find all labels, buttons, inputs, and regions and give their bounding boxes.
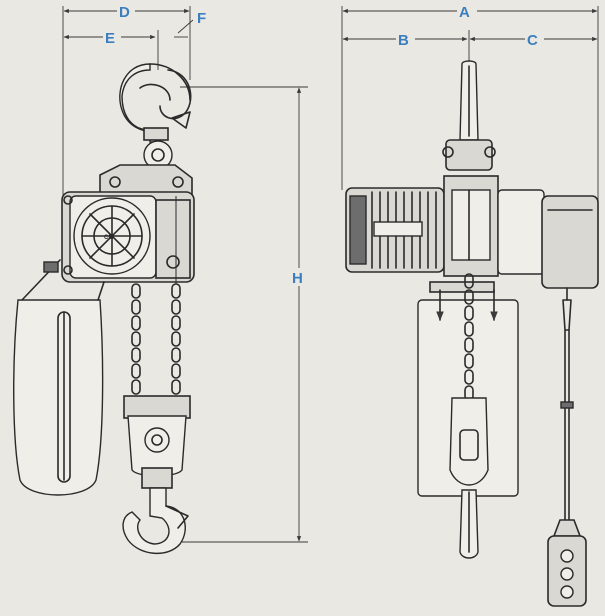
label-e-bg	[103, 29, 121, 45]
pendant-button-down[interactable]	[560, 567, 574, 581]
chain-link	[464, 369, 474, 385]
top-hook-tip	[159, 69, 192, 120]
chain-link	[171, 315, 181, 331]
chain-link	[131, 299, 141, 315]
bottom-hook-latch	[165, 505, 189, 529]
chain-link	[131, 347, 141, 363]
housing-bolt	[63, 265, 73, 275]
bag-strap	[97, 281, 105, 301]
chain-link	[131, 363, 141, 379]
label-h: H	[292, 270, 303, 287]
gear-case-bolt	[166, 255, 180, 269]
chain-link	[171, 331, 181, 347]
chain-link	[464, 305, 474, 321]
frame-bolt	[109, 176, 121, 188]
pendant-clip	[560, 401, 574, 409]
dimension-lines	[62, 6, 599, 543]
chain-link	[464, 289, 474, 305]
chain-link	[464, 353, 474, 369]
front-lower-block	[449, 397, 489, 486]
lower-block-neck	[141, 467, 173, 489]
pendant-strain-relief	[562, 299, 572, 331]
chain-link	[171, 363, 181, 379]
frame-bolt	[172, 176, 184, 188]
bottom-hook	[122, 487, 189, 555]
front-gearbox	[497, 189, 545, 275]
label-h-bg	[290, 268, 310, 286]
lower-sheave	[144, 427, 170, 453]
chain-link	[131, 331, 141, 347]
motor-nameplate	[373, 221, 423, 237]
label-f: F	[197, 10, 206, 27]
bag-bracket	[43, 261, 59, 273]
chain-link	[131, 283, 141, 299]
side-view: CM	[13, 63, 195, 555]
label-b: B	[398, 32, 409, 49]
front-view	[345, 60, 599, 607]
chain-link	[464, 273, 474, 289]
top-hook-latch	[171, 111, 191, 129]
chain-bag-slot	[57, 311, 71, 483]
label-b-bg	[396, 31, 415, 47]
chain-link	[171, 347, 181, 363]
motor-end-cap	[349, 195, 367, 265]
front-suspension-bolt	[442, 146, 454, 158]
top-hook	[119, 63, 192, 170]
dim-f-leader	[177, 19, 194, 34]
housing-bolt	[63, 195, 73, 205]
bottom-hook-body	[122, 487, 186, 555]
container-bracket	[429, 281, 495, 293]
top-hook-neck	[143, 127, 169, 141]
pendant-top	[552, 519, 582, 537]
front-control-box	[541, 195, 599, 289]
chain-link	[171, 283, 181, 299]
label-c: C	[527, 32, 538, 49]
load-chain-right	[171, 283, 181, 395]
label-d-bg	[117, 3, 135, 19]
dimension-labels: D E F A B C H	[103, 3, 544, 287]
label-e: E	[105, 30, 115, 47]
pendant-button-stop[interactable]	[560, 585, 574, 599]
front-lower-block-window	[459, 429, 479, 461]
top-hook-inner	[139, 83, 171, 101]
hand-chain-left	[131, 283, 141, 395]
chain-link	[464, 321, 474, 337]
brand-mark: CM	[104, 235, 113, 241]
chain-link	[131, 315, 141, 331]
front-suspension	[445, 139, 493, 171]
gear-case	[155, 199, 191, 279]
lower-sheave-pin	[151, 434, 163, 446]
chain-link	[171, 379, 181, 395]
chain-link	[464, 337, 474, 353]
label-a-bg	[457, 3, 477, 19]
chain-link	[131, 379, 141, 395]
label-c-bg	[525, 31, 544, 47]
front-center-panel	[451, 189, 491, 261]
wheel-spoke	[89, 213, 135, 259]
label-d: D	[119, 4, 130, 21]
top-hook-outline	[149, 63, 191, 101]
label-a: A	[459, 4, 470, 21]
front-load-chain	[464, 273, 474, 401]
chain-link	[171, 299, 181, 315]
lower-block-top	[123, 395, 191, 419]
top-hook-swivel-pin	[151, 148, 165, 162]
front-suspension-bolt	[484, 146, 496, 158]
pendant-button-up[interactable]	[560, 549, 574, 563]
